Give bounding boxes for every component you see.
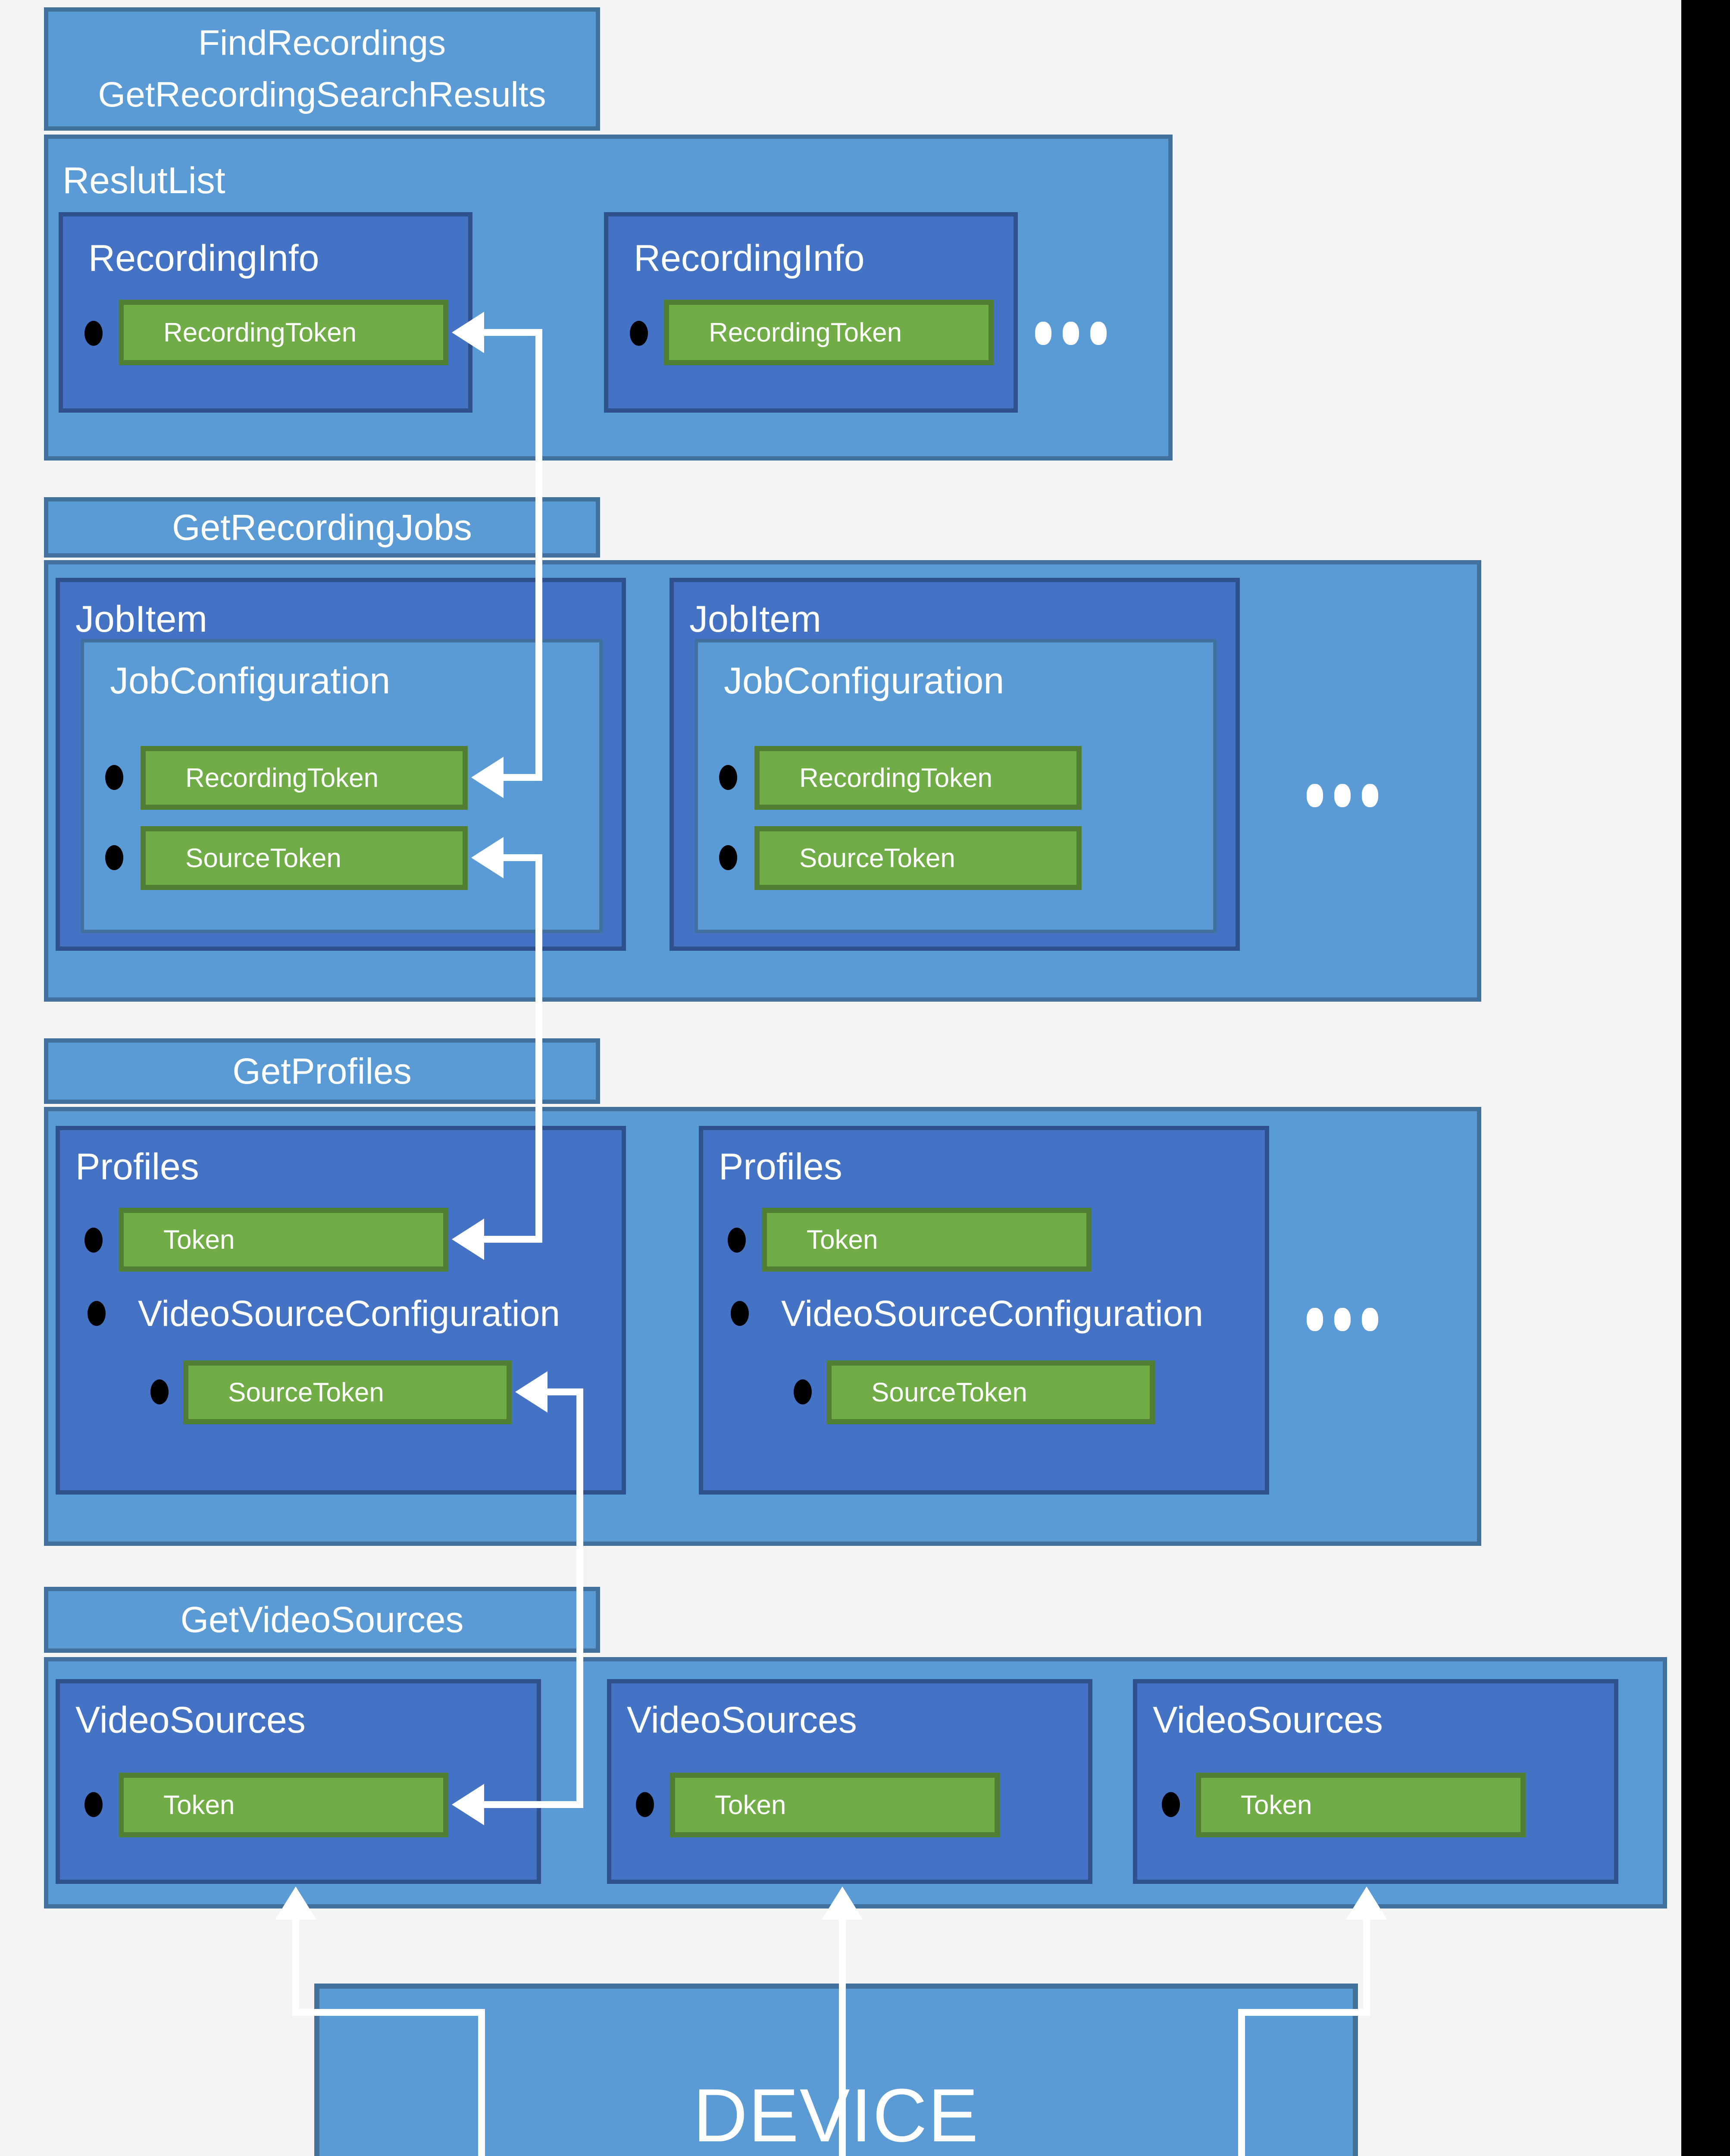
job-item-title-1: JobItem: [75, 599, 207, 640]
profile-source-token-box-1: SourceToken: [183, 1360, 512, 1424]
bullet-icon: [84, 1228, 103, 1253]
ellipsis-icon: [1307, 784, 1378, 807]
get-recording-search-results-title: GetRecordingSearchResults: [98, 75, 546, 114]
bullet-icon: [84, 321, 103, 346]
bullet-icon: [719, 765, 737, 790]
bullet-icon: [794, 1379, 812, 1404]
bullet-icon: [728, 1228, 746, 1253]
video-source-configuration-label-1: VideoSourceConfiguration: [138, 1293, 560, 1334]
reslutlist-label: ReslutList: [63, 160, 225, 201]
find-recordings-title: FindRecordings: [198, 23, 446, 63]
bullet-icon: [636, 1792, 654, 1817]
video-source-configuration-label-2: VideoSourceConfiguration: [781, 1293, 1204, 1334]
profile-token-box-2: Token: [762, 1208, 1092, 1272]
video-source-token-box-3: Token: [1196, 1773, 1526, 1837]
job-item-title-2: JobItem: [689, 599, 821, 640]
video-sources-title-2: VideoSources: [627, 1699, 857, 1741]
bullet-icon: [630, 321, 648, 346]
profile-source-token-box-2: SourceToken: [826, 1360, 1155, 1424]
bullet-icon: [731, 1301, 749, 1326]
profiles-box-2: [699, 1126, 1269, 1495]
bullet-icon: [105, 845, 123, 870]
job-configuration-title-1: JobConfiguration: [110, 660, 391, 702]
ellipsis-icon: [1035, 322, 1107, 345]
video-sources-title-3: VideoSources: [1153, 1699, 1383, 1741]
video-sources-title-1: VideoSources: [75, 1699, 306, 1741]
job-recording-token-box-1: RecordingToken: [141, 746, 468, 810]
profiles-title-2: Profiles: [719, 1146, 842, 1188]
find-recordings-header: FindRecordings GetRecordingSearchResults: [44, 7, 600, 131]
recording-info-title-2: RecordingInfo: [634, 238, 865, 279]
job-recording-token-box-2: RecordingToken: [754, 746, 1082, 810]
recording-token-box-1: RecordingToken: [119, 300, 448, 365]
job-source-token-box-1: SourceToken: [141, 826, 468, 890]
bullet-icon: [1162, 1792, 1180, 1817]
bullet-icon: [88, 1301, 106, 1326]
job-configuration-title-2: JobConfiguration: [724, 660, 1004, 702]
video-source-token-box-1: Token: [119, 1773, 448, 1837]
bullet-icon: [150, 1379, 169, 1404]
bullet-icon: [105, 765, 123, 790]
profile-token-box-1: Token: [119, 1208, 448, 1272]
recording-token-box-2: RecordingToken: [664, 300, 994, 365]
job-source-token-box-2: SourceToken: [754, 826, 1082, 890]
bullet-icon: [719, 845, 737, 870]
ellipsis-icon: [1307, 1308, 1378, 1331]
video-source-token-box-2: Token: [670, 1773, 1000, 1837]
right-black-stripe: [1681, 0, 1730, 2156]
device-title: DEVICE: [693, 2074, 979, 2156]
bullet-icon: [84, 1792, 103, 1817]
recording-info-title-1: RecordingInfo: [88, 238, 319, 279]
device-box: DEVICE: [314, 1984, 1358, 2156]
profiles-title-1: Profiles: [75, 1146, 199, 1188]
